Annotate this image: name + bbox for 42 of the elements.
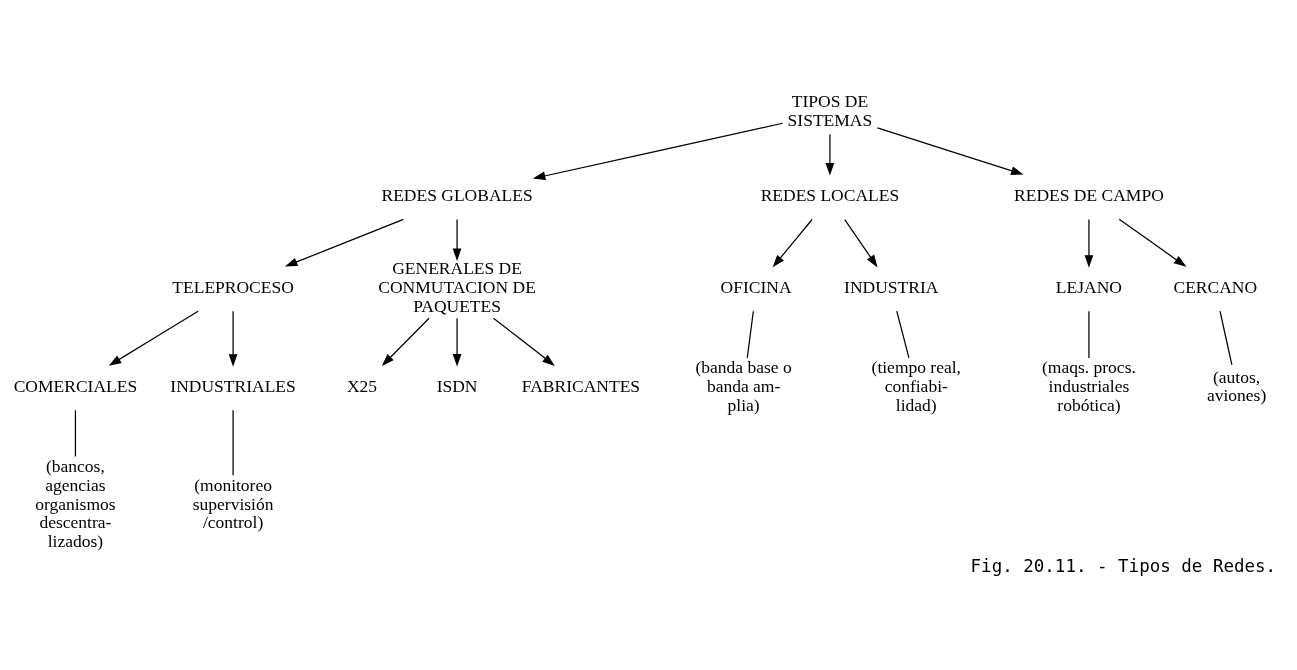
connector bbox=[1088, 310, 1090, 359]
node-text: CERCANO bbox=[1173, 276, 1258, 297]
arrow bbox=[492, 317, 555, 366]
arrow bbox=[844, 218, 878, 267]
node-text: (maqs. procs. industriales robótica) bbox=[1042, 356, 1136, 415]
arrow bbox=[1118, 218, 1187, 267]
node-text: TELEPROCESO bbox=[172, 276, 294, 297]
connector bbox=[746, 310, 754, 359]
node-text: (banda base o banda am- plia) bbox=[695, 356, 792, 415]
arrow bbox=[876, 126, 1024, 175]
node-text: REDES DE CAMPO bbox=[1014, 184, 1164, 205]
arrow bbox=[381, 317, 430, 366]
node-text: (bancos, agencias organismos descentra- lizados) bbox=[35, 455, 116, 551]
arrow bbox=[228, 310, 238, 367]
node-text: X25 bbox=[346, 375, 378, 396]
node-text: REDES GLOBALES bbox=[381, 184, 533, 205]
arrow bbox=[772, 218, 813, 267]
caption: Fig. 20.11. - Tipos de Redes. bbox=[970, 555, 1277, 576]
node-text: (monitoreo supervisión /control) bbox=[192, 474, 274, 532]
connector bbox=[1219, 310, 1233, 365]
connector bbox=[74, 409, 77, 457]
node-text: FABRICANTES bbox=[521, 375, 641, 396]
arrow bbox=[452, 317, 462, 367]
node-text: TIPOS DE SISTEMAS bbox=[787, 90, 873, 130]
node-text: INDUSTRIALES bbox=[170, 375, 296, 396]
connector bbox=[896, 310, 910, 359]
node-text: INDUSTRIA bbox=[844, 276, 939, 297]
arrow bbox=[825, 133, 835, 175]
arrow bbox=[1084, 218, 1094, 268]
arrow bbox=[532, 122, 784, 180]
connector bbox=[232, 409, 234, 476]
node-text: LEJANO bbox=[1055, 276, 1122, 297]
arrow bbox=[452, 218, 462, 261]
node-text: (tiempo real, confiabi- lidad) bbox=[871, 356, 961, 415]
node-text: ISDN bbox=[436, 375, 478, 396]
node-text: GENERALES DE CONMUTACION DE PAQUETES bbox=[378, 257, 536, 316]
arrow bbox=[108, 310, 199, 366]
node-text: REDES LOCALES bbox=[760, 184, 900, 205]
node-text: OFICINA bbox=[720, 276, 792, 297]
arrow bbox=[284, 218, 405, 267]
node-text: (autos, aviones) bbox=[1206, 366, 1267, 405]
node-text: COMERCIALES bbox=[13, 375, 138, 396]
